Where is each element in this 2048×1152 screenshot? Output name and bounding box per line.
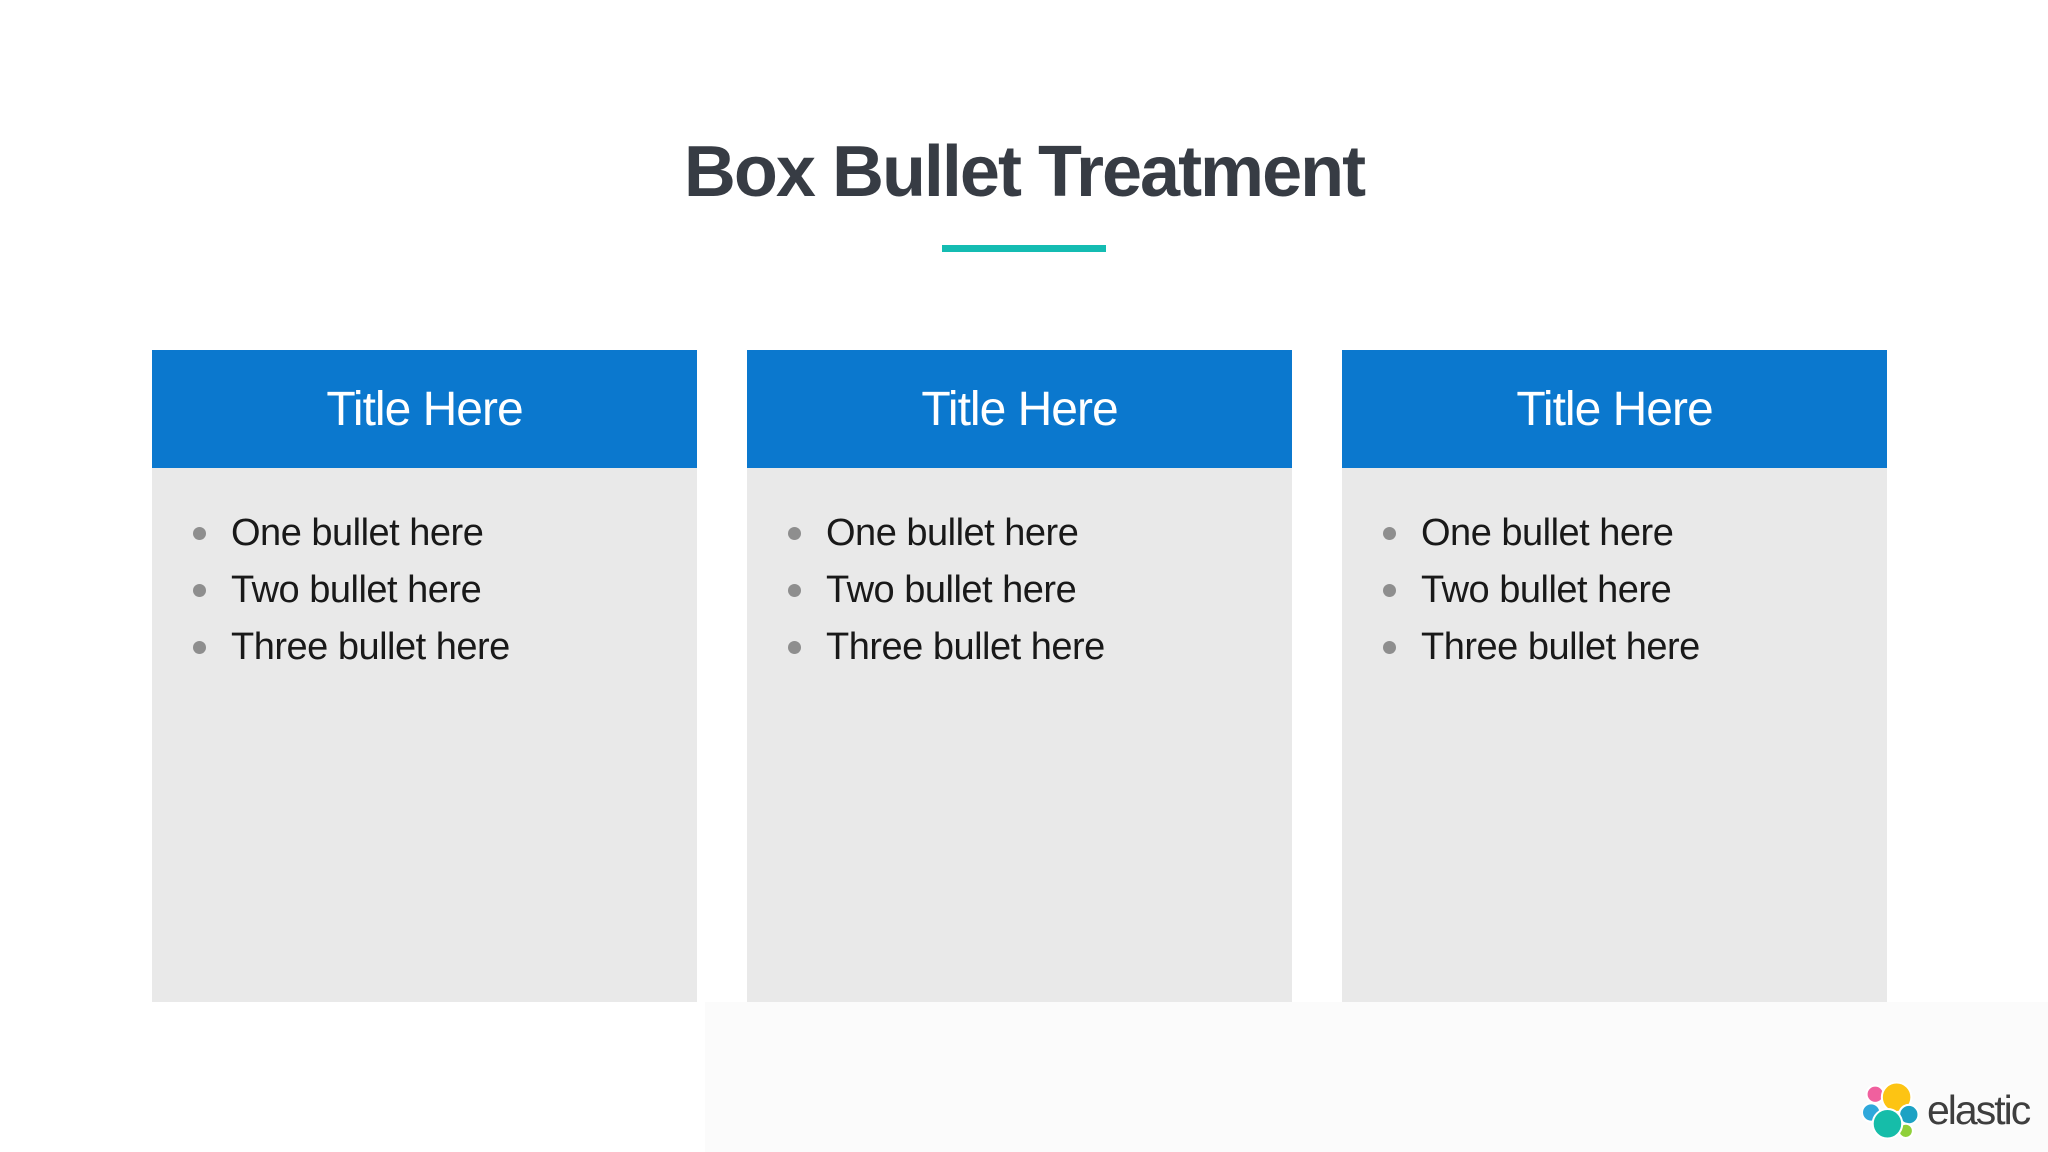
box-title: Title Here: [921, 382, 1118, 436]
bullet-dot-icon: [788, 527, 801, 540]
bullet-dot-icon: [1383, 584, 1396, 597]
box-card: Title Here One bullet here Two bullet he…: [747, 350, 1292, 1002]
box-header: Title Here: [1342, 350, 1887, 468]
bullet-text: Three bullet here: [231, 626, 510, 668]
box-title: Title Here: [326, 382, 523, 436]
bullet-item: Two bullet here: [747, 562, 1292, 619]
bullet-item: One bullet here: [1342, 505, 1887, 562]
bullet-text: One bullet here: [826, 512, 1079, 554]
bullet-dot-icon: [193, 527, 206, 540]
bullet-item: Two bullet here: [1342, 562, 1887, 619]
bullet-text: Two bullet here: [826, 569, 1077, 611]
box-body: One bullet here Two bullet here Three bu…: [1342, 468, 1887, 1002]
elastic-cluster-logo-icon: [1862, 1081, 1919, 1139]
box-card: Title Here One bullet here Two bullet he…: [152, 350, 697, 1002]
brand-footer: elastic: [1862, 1080, 2031, 1140]
bottom-right-tint: [705, 1002, 2048, 1152]
box-card: Title Here One bullet here Two bullet he…: [1342, 350, 1887, 1002]
bullet-item: Two bullet here: [152, 562, 697, 619]
box-header: Title Here: [747, 350, 1292, 468]
elastic-wordmark: elastic: [1927, 1086, 2031, 1133]
bullet-text: Two bullet here: [1421, 569, 1672, 611]
bullet-item: One bullet here: [152, 505, 697, 562]
bullet-item: Three bullet here: [152, 619, 697, 676]
bullet-text: Three bullet here: [826, 626, 1105, 668]
bullet-item: Three bullet here: [747, 619, 1292, 676]
box-header: Title Here: [152, 350, 697, 468]
bullet-text: Two bullet here: [231, 569, 482, 611]
bullet-text: One bullet here: [231, 512, 484, 554]
bullet-dot-icon: [1383, 527, 1396, 540]
bullet-item: One bullet here: [747, 505, 1292, 562]
bullet-text: One bullet here: [1421, 512, 1674, 554]
bullet-item: Three bullet here: [1342, 619, 1887, 676]
boxes-row: Title Here One bullet here Two bullet he…: [152, 350, 1887, 1002]
bullet-list: One bullet here Two bullet here Three bu…: [1342, 505, 1887, 676]
bullet-dot-icon: [193, 584, 206, 597]
title-underline: [942, 245, 1106, 252]
box-body: One bullet here Two bullet here Three bu…: [747, 468, 1292, 1002]
bullet-dot-icon: [193, 641, 206, 654]
box-body: One bullet here Two bullet here Three bu…: [152, 468, 697, 1002]
page-title: Box Bullet Treatment: [683, 132, 1366, 212]
bullet-list: One bullet here Two bullet here Three bu…: [747, 505, 1292, 676]
bullet-text: Three bullet here: [1421, 626, 1700, 668]
bullet-dot-icon: [1383, 641, 1396, 654]
bullet-dot-icon: [788, 584, 801, 597]
bullet-dot-icon: [788, 641, 801, 654]
bullet-list: One bullet here Two bullet here Three bu…: [152, 505, 697, 676]
box-title: Title Here: [1516, 382, 1713, 436]
